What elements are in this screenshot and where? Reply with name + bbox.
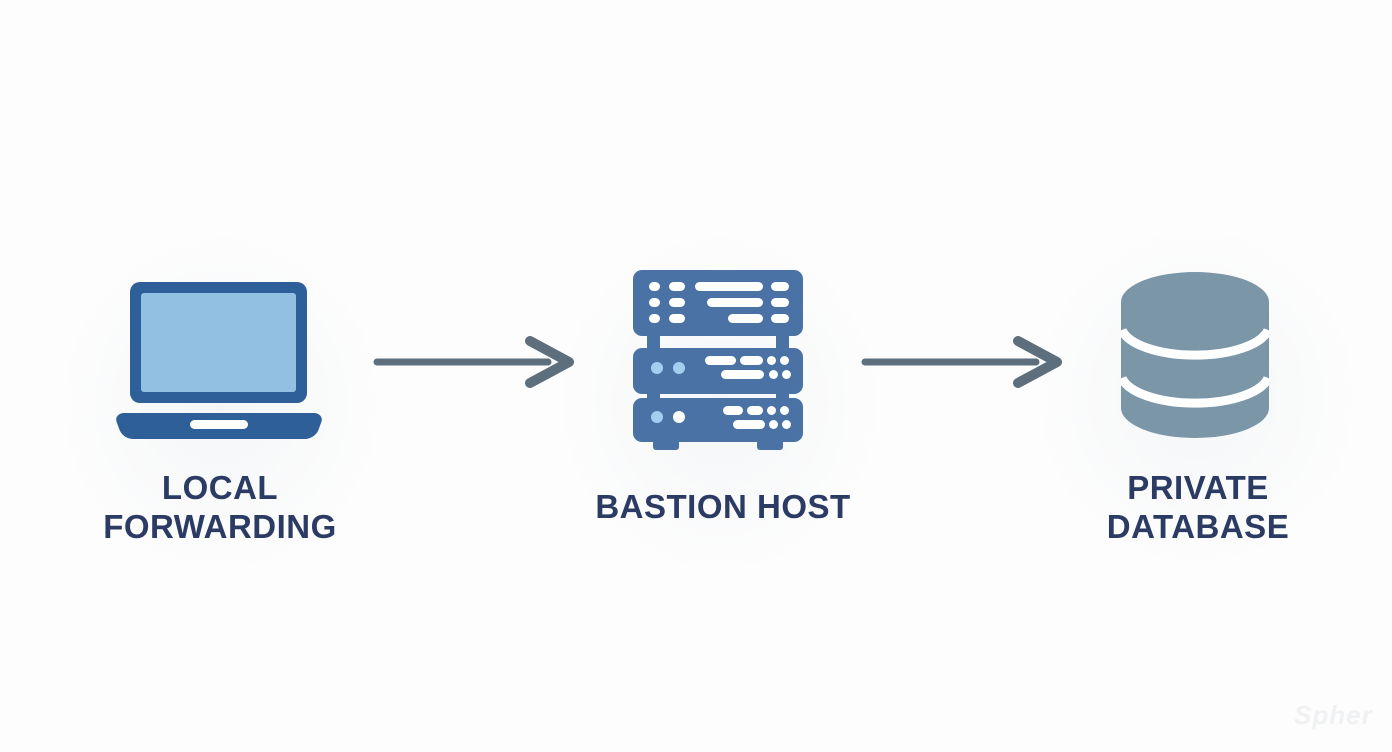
server-unit1-details	[649, 282, 789, 323]
node-label-private-database: PRIVATE DATABASE	[1066, 468, 1330, 546]
label-line: LOCAL	[161, 469, 279, 506]
database-band-separator	[1121, 327, 1269, 360]
database-icon	[1121, 272, 1269, 438]
database-band-separator	[1121, 375, 1269, 408]
server-unit2-details	[651, 356, 791, 379]
node-label-bastion-host: BASTION HOST	[571, 487, 875, 526]
laptop-icon	[116, 282, 322, 439]
server-unit3-details	[651, 406, 791, 429]
node-label-local-forwarding: LOCAL FORWARDING	[88, 468, 352, 546]
arrow-head	[1013, 336, 1062, 388]
watermark: Spher	[1294, 700, 1373, 730]
label-line: FORWARDING	[103, 508, 337, 545]
label-line: BASTION HOST	[595, 488, 851, 525]
label-line: DATABASE	[1106, 508, 1290, 545]
laptop-base-slot	[190, 420, 248, 429]
laptop-screen	[141, 293, 296, 392]
arrow-right-icon	[861, 336, 1062, 388]
arrow-head	[525, 336, 574, 388]
label-line: PRIVATE	[1127, 469, 1269, 506]
database-cylinder	[1121, 272, 1269, 438]
server-rack-icon	[633, 270, 803, 450]
arrow-right-icon	[373, 336, 574, 388]
